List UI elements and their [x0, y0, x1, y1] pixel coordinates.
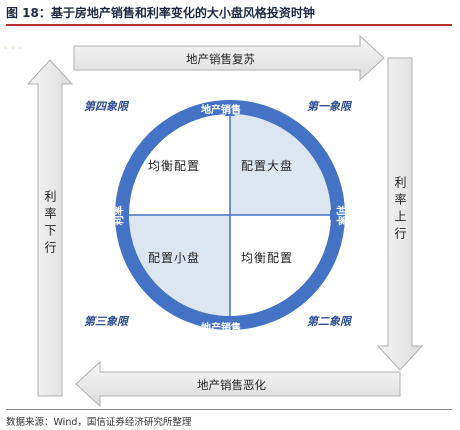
title-rule [6, 24, 452, 26]
arrow-left-label: 利率下行 [43, 190, 57, 258]
arrow-bottom-label: 地产销售恶化 [197, 378, 266, 392]
cell-bottom-left-label: 配置小盘 [148, 251, 201, 265]
arrow-top [73, 34, 385, 82]
watermark-text: … [2, 30, 40, 55]
quadrant-2-label: 第二象限 [307, 315, 351, 328]
figure-title: 图 18：基于房地产销售和利率变化的大小盘风格投资时钟 [6, 6, 315, 20]
quadrant-bottom-left-fill [129, 215, 230, 316]
arrow-bottom [75, 360, 401, 408]
figure-header: 图 18：基于房地产销售和利率变化的大小盘风格投资时钟 [0, 0, 460, 24]
ring-top-label: 地产销售 [201, 105, 241, 116]
ring-right-label: 利率 [334, 205, 346, 226]
arrow-top-label: 地产销售复苏 [186, 52, 255, 66]
ring-left-label: 利率 [114, 205, 126, 226]
source-note: 数据来源：Wind，国信证券经济研究所整理 [6, 417, 192, 428]
arrow-right-label: 利率上行 [393, 176, 407, 244]
cell-top-left-label: 均衡配置 [148, 159, 201, 173]
vertical-axis-arrowhead [225, 106, 235, 116]
cell-top-right-label: 配置大盘 [241, 159, 294, 173]
quadrant-4-label: 第四象限 [84, 100, 128, 113]
quadrant-3-label: 第三象限 [84, 315, 128, 328]
cell-bottom-right-label: 均衡配置 [241, 251, 294, 265]
ring-bottom-label: 地产销售 [201, 323, 241, 334]
arrow-right [376, 57, 424, 371]
quadrant-1-label: 第一象限 [307, 100, 351, 113]
quadrant-top-right-fill [230, 114, 331, 215]
horizontal-axis-arrowhead [330, 210, 340, 220]
arrow-left [26, 59, 74, 397]
footer-rule [6, 409, 452, 410]
